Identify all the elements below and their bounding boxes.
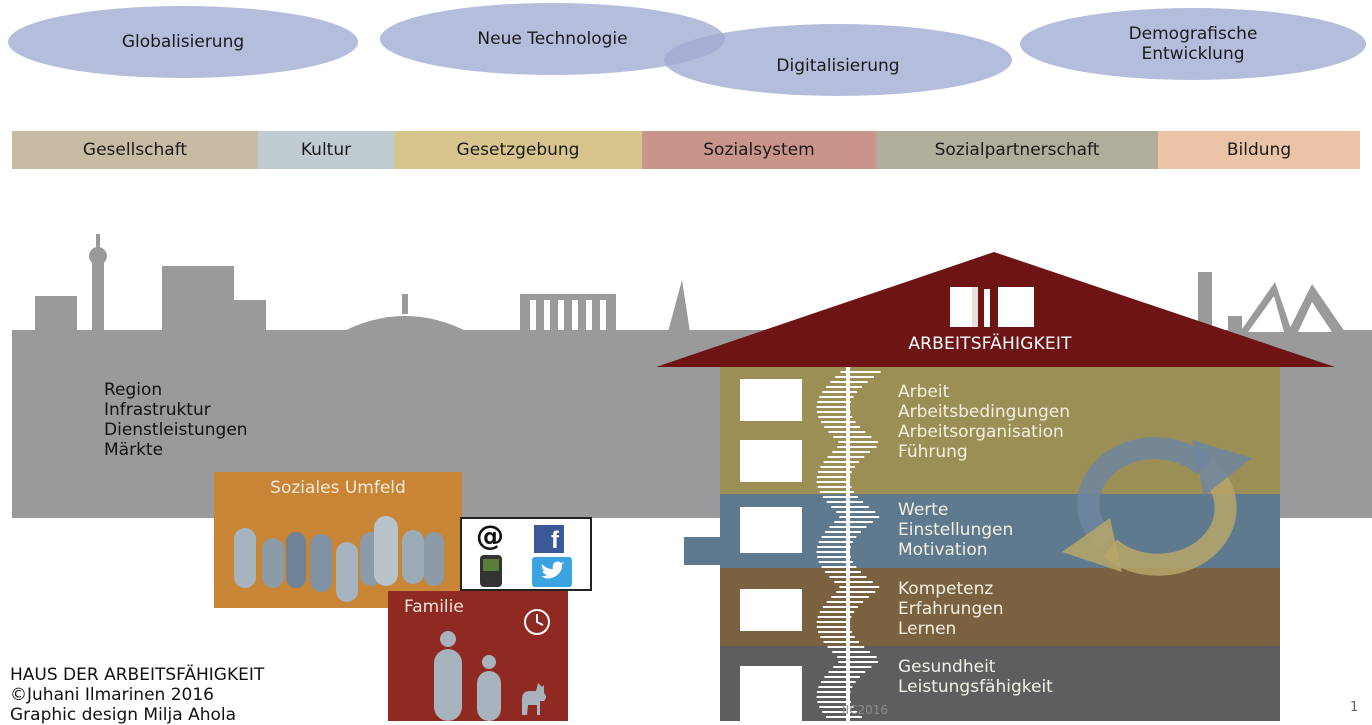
slide-number: 1: [1350, 700, 1359, 715]
region-item: Region: [104, 380, 163, 400]
influence-label: Digitalisierung: [776, 56, 900, 76]
roof-label: ARBEITSFÄHIGKEIT: [908, 334, 1072, 354]
credit-title: HAUS DER ARBEITSFÄHIGKEIT: [10, 665, 265, 685]
band-label: Gesetzgebung: [456, 140, 580, 160]
house-floor-work: [720, 367, 1280, 494]
band-sozialsystem: Sozialsystem: [642, 131, 876, 169]
media-icons-box: @ f: [460, 517, 592, 591]
facebook-letter: f: [551, 527, 559, 554]
band-label: Sozialpartnerschaft: [934, 140, 1100, 160]
footer-mark: IIC2016: [842, 703, 888, 717]
influence-globalisierung: Globalisierung: [8, 6, 358, 78]
band-sozialpartnerschaft: Sozialpartnerschaft: [876, 131, 1158, 169]
floor-competence-text: Kompetenz Erfahrungen Lernen: [898, 579, 1003, 639]
twitter-icon: [532, 557, 572, 587]
house-window: [740, 666, 802, 721]
band-gesellschaft: Gesellschaft: [12, 131, 258, 169]
floor-item: Arbeitsbedingungen: [898, 402, 1071, 422]
credit-author: ©Juhani Ilmarinen 2016: [10, 685, 214, 705]
influence-label: Globalisierung: [121, 32, 245, 52]
house-window: [740, 379, 802, 421]
house-floor-health: [720, 646, 1280, 721]
at-sign-icon: @: [476, 519, 504, 552]
influence-neue-technologie: Neue Technologie: [380, 3, 725, 75]
house-window: [740, 440, 802, 482]
soziales-umfeld-label: Soziales Umfeld: [270, 478, 406, 498]
band-kultur: Kultur: [258, 131, 394, 169]
floor-item: Leistungsfähigkeit: [898, 677, 1053, 697]
familie-label: Familie: [404, 597, 464, 617]
band-label: Gesellschaft: [82, 140, 188, 160]
dog-icon: [522, 683, 546, 715]
region-list: Region Infrastruktur Dienstleistungen Mä…: [104, 380, 248, 460]
floor-work-text: Arbeit Arbeitsbedingungen Arbeitsorganis…: [898, 382, 1070, 462]
influence-label: Neue Technologie: [477, 29, 628, 49]
floor-item: Lernen: [898, 619, 957, 639]
region-item: Märkte: [104, 440, 164, 460]
credit-design: Graphic design Milja Ahola: [10, 705, 237, 725]
floor-item: Kompetenz: [898, 579, 994, 599]
floor-values-text: Werte Einstellungen Motivation: [898, 500, 1013, 560]
band-label: Bildung: [1226, 140, 1292, 160]
band-label: Kultur: [300, 140, 352, 160]
floor-item: Arbeit: [898, 382, 950, 402]
band-bildung: Bildung: [1158, 131, 1360, 169]
floor-item: Einstellungen: [898, 520, 1014, 540]
house-side-step: [684, 537, 724, 565]
facebook-icon: f: [534, 525, 564, 554]
familie-box: Familie: [388, 591, 568, 721]
soziales-umfeld-box: Soziales Umfeld: [214, 472, 462, 608]
band-label: Sozialsystem: [703, 140, 815, 160]
floor-item: Gesundheit: [898, 657, 996, 677]
floor-item: Führung: [898, 442, 968, 462]
floor-item: Arbeitsorganisation: [898, 422, 1064, 442]
floor-item: Werte: [898, 500, 949, 520]
floor-item: Motivation: [898, 540, 988, 560]
house-window: [740, 507, 802, 553]
refresh-cycle-icon: [1062, 437, 1252, 576]
clock-icon: [524, 609, 550, 635]
floor-item: Erfahrungen: [898, 599, 1004, 619]
house-floor-competence: [720, 568, 1280, 646]
influence-label: Demografische Entwicklung: [1128, 24, 1258, 64]
influence-demografische-entwicklung: Demografische Entwicklung: [1020, 8, 1366, 80]
floor-health-text: Gesundheit Leistungsfähigkeit: [898, 657, 1053, 697]
house-window: [740, 589, 802, 631]
band-gesetzgebung: Gesetzgebung: [394, 131, 642, 169]
credits: HAUS DER ARBEITSFÄHIGKEIT ©Juhani Ilmari…: [10, 665, 264, 725]
mobile-phone-icon: [480, 555, 502, 587]
region-item: Dienstleistungen: [104, 420, 248, 440]
region-item: Infrastruktur: [104, 400, 211, 420]
influence-digitalisierung: Digitalisierung: [664, 24, 1012, 96]
